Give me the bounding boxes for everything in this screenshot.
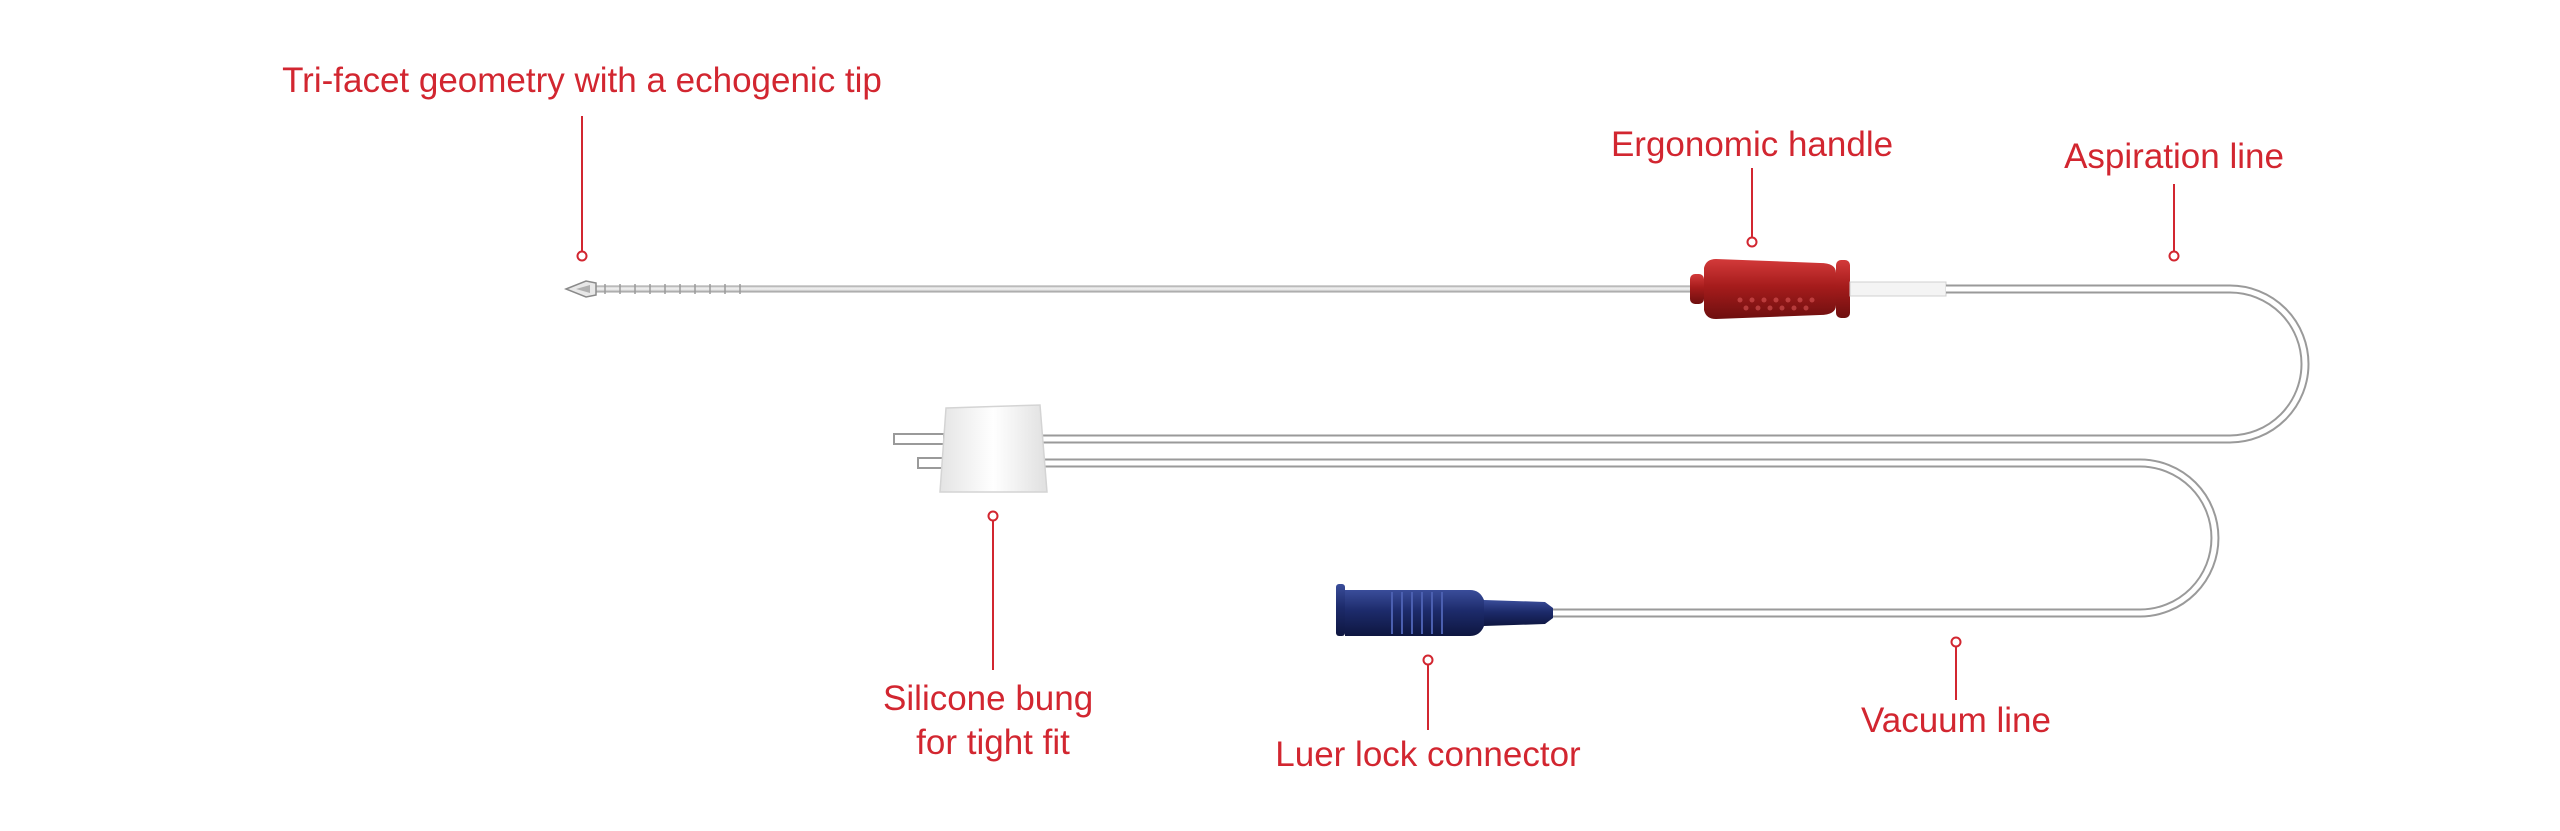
leader-lines <box>576 116 2180 730</box>
luer-lock-connector <box>1336 584 1553 636</box>
silicone-bung <box>939 404 1048 493</box>
handle-grip-texture <box>1737 297 1815 311</box>
callout-tip-label: Tri-facet geometry with a echogenic tip <box>282 61 882 100</box>
callout-handle-label: Ergonomic handle <box>1611 125 1893 164</box>
aspiration-line-tube <box>1000 284 2310 444</box>
ergonomic-handle <box>1690 259 1850 319</box>
needle-shaft <box>584 284 1696 294</box>
callout-bung-label: Silicone bung for tight fit <box>883 679 1103 762</box>
bung-tube-stubs <box>893 433 949 469</box>
callout-luer-label: Luer lock connector <box>1275 735 1581 774</box>
vacuum-line-tube <box>1000 458 2220 618</box>
luer-grip-ridges <box>1391 592 1443 634</box>
needle-tip <box>563 280 597 298</box>
callout-aspiration-label: Aspiration line <box>2064 137 2284 176</box>
callout-vacuum-label: Vacuum line <box>1861 701 2051 740</box>
handle-hub <box>1849 281 1947 297</box>
echogenic-markings <box>604 284 741 294</box>
